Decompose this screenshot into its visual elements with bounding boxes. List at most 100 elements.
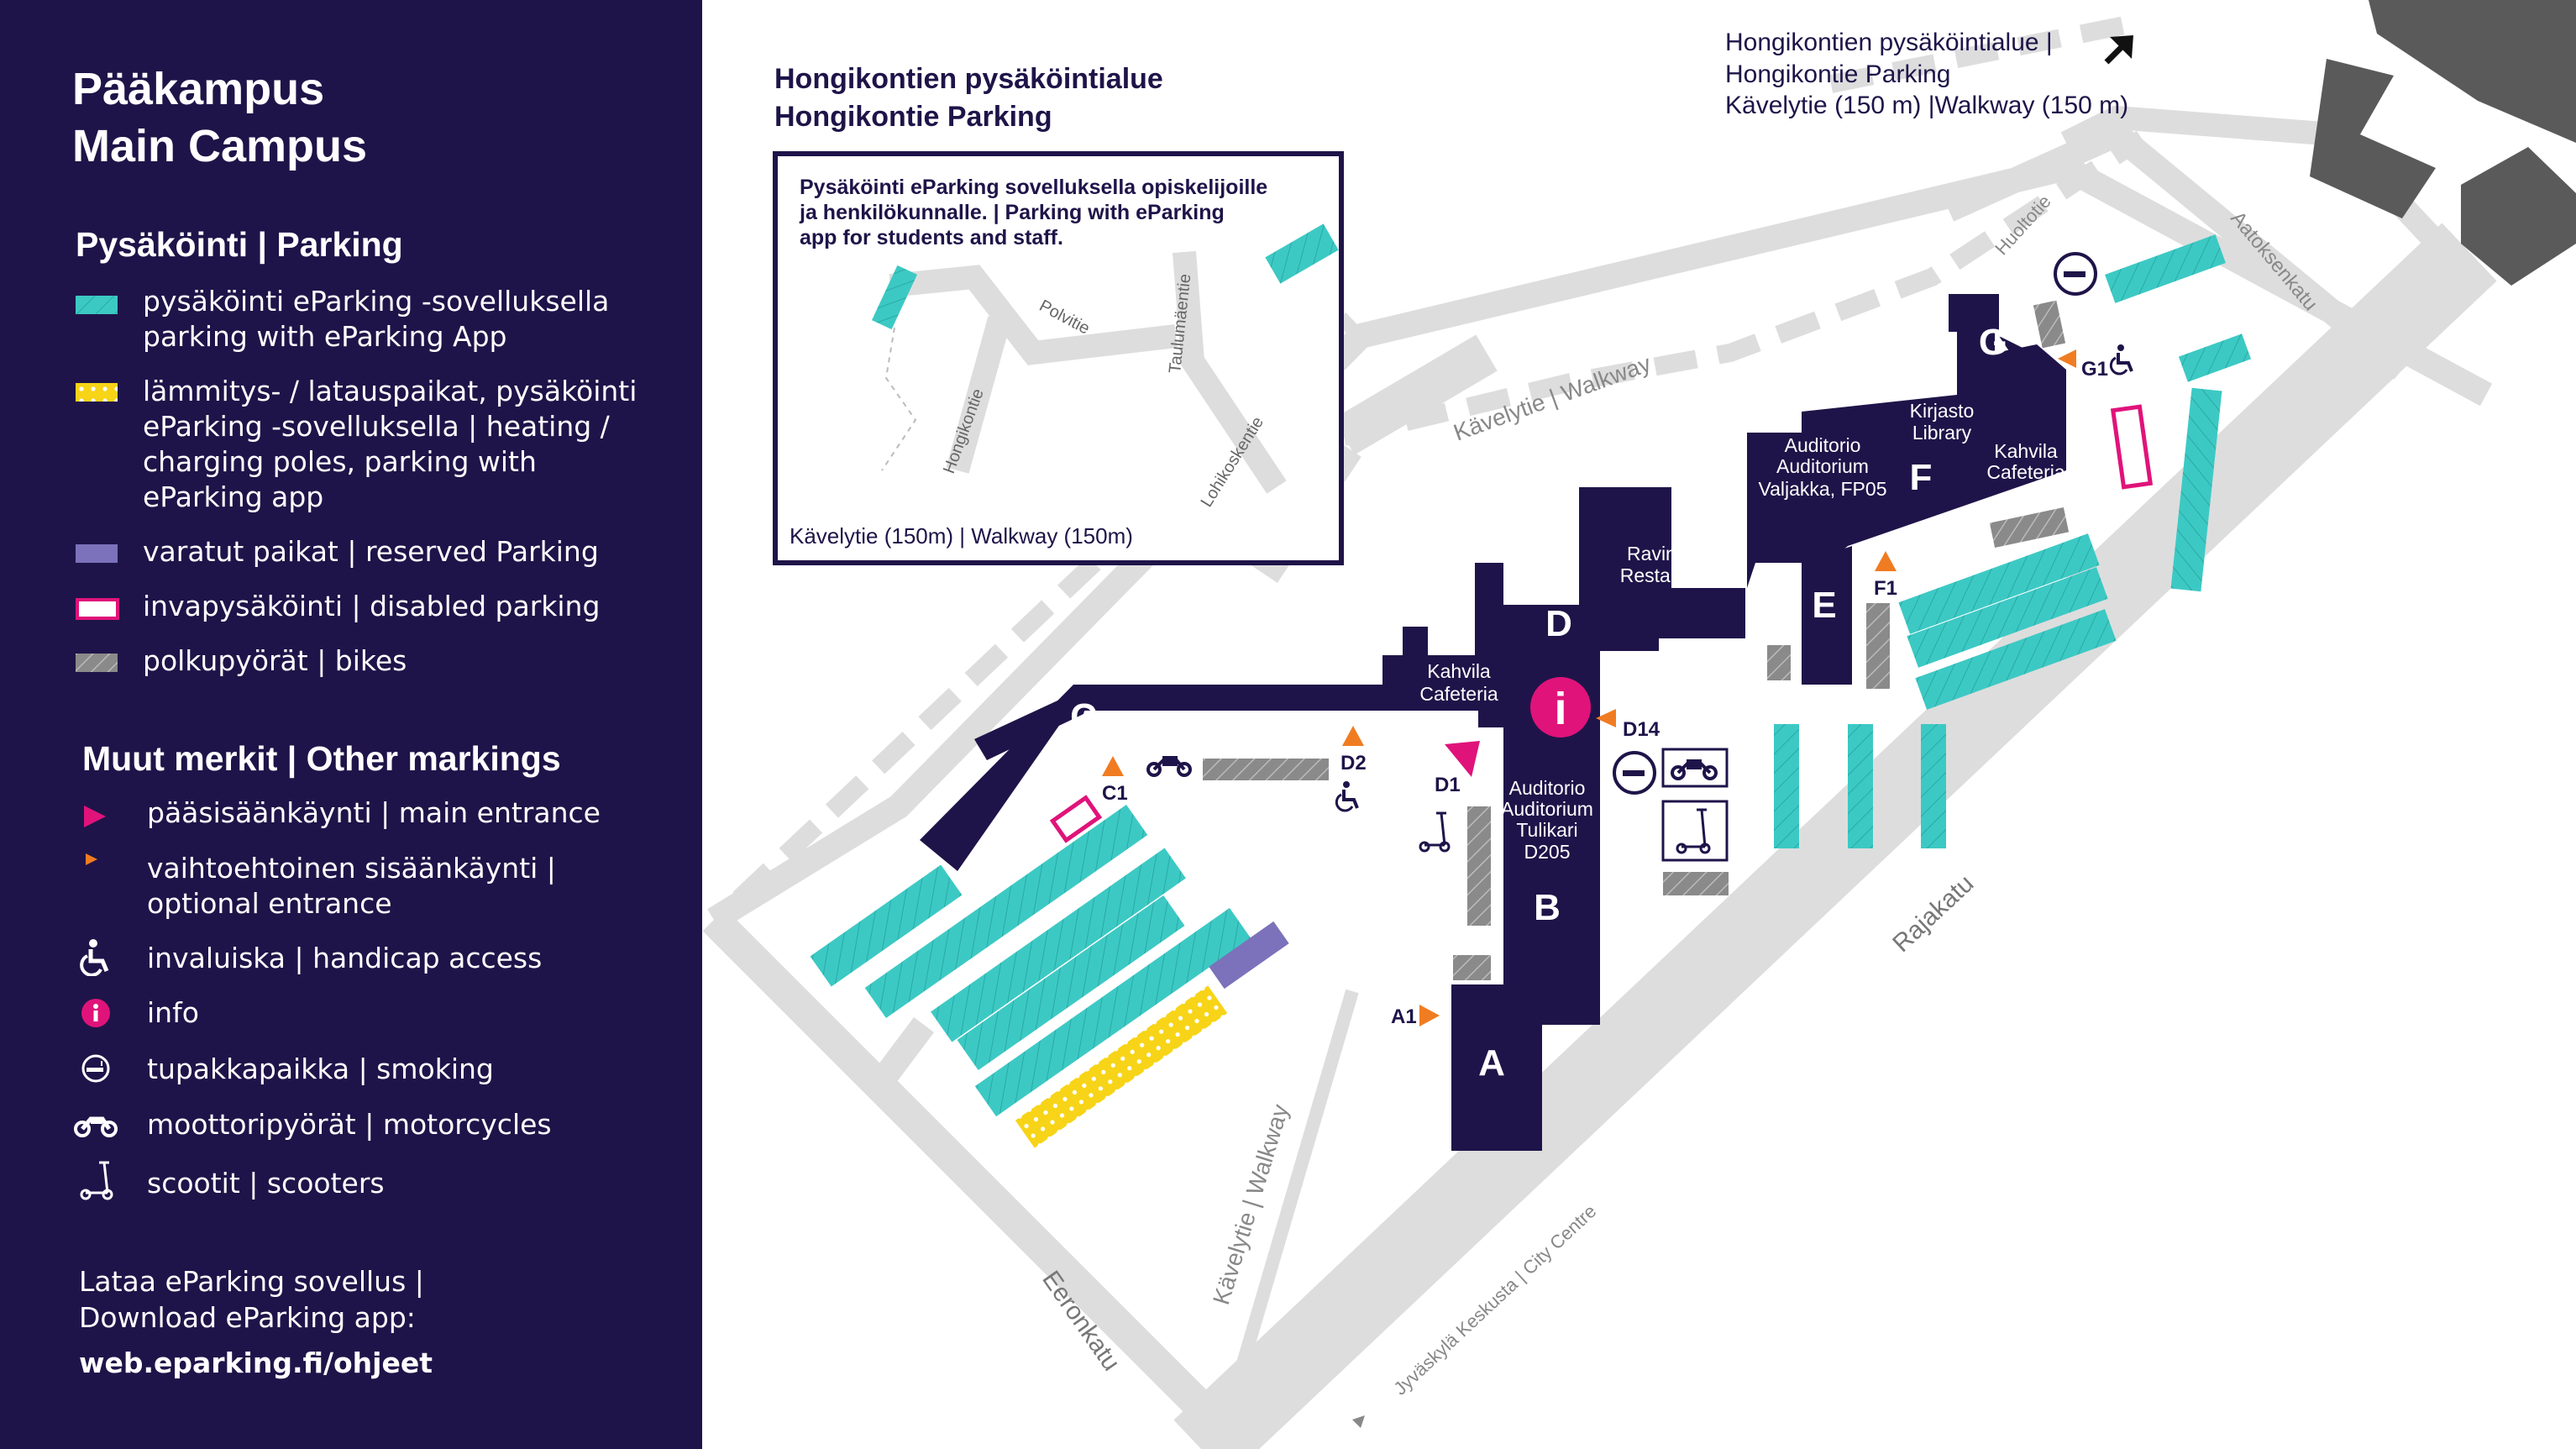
legend-heating-1: lämmitys- / latauspaikat, pysäköinti <box>143 375 637 407</box>
room-cafeteria-2: Cafeteria <box>1986 461 2065 483</box>
legend-disabled: invapysäköinti | disabled parking <box>143 590 601 622</box>
entrance-c1: C1 <box>1102 782 1128 805</box>
optional-entrance-icon <box>84 852 99 870</box>
inset-title-2: Hongikontie Parking <box>774 101 1052 133</box>
legend-heating-4: eParking app <box>143 480 324 513</box>
road-huoltotie <box>1943 119 2411 380</box>
room-library: Library <box>1912 422 1972 444</box>
room-kahvila-2: Kahvila <box>1994 440 2058 462</box>
legend-sidebar: Pääkampus Main Campus Pysäköinti | Parki… <box>0 0 702 1449</box>
parking-disabled-c1 <box>1049 795 1103 843</box>
swatch-bikes <box>76 654 118 672</box>
road-rajakatu <box>1173 223 2497 1449</box>
building-a: A <box>1478 1042 1505 1084</box>
smoking-icon <box>81 1053 111 1087</box>
street-rajakatu: Rajakatu <box>1887 869 1979 958</box>
title-en: Main Campus <box>72 121 368 171</box>
swatch-heating <box>76 383 118 402</box>
legend-heating-3: charging poles, parking with <box>143 445 537 478</box>
entrance-g1: G1 <box>2081 358 2108 381</box>
top-note-2: Hongikontie Parking <box>1725 60 1951 88</box>
legend-bikes: polkupyörät | bikes <box>143 644 407 677</box>
inset-note-3: app for students and staff. <box>800 226 1063 249</box>
inset-note-1: Pysäköinti eParking sovelluksella opiske… <box>800 176 1267 199</box>
optional-entrances <box>1102 349 2076 1026</box>
download-url[interactable]: web.eparking.fi/ohjeet <box>79 1347 433 1379</box>
motorcycle-icon <box>74 1110 118 1141</box>
parking-reserved <box>1209 921 1289 990</box>
room-auditorium-2: Auditorium <box>1776 455 1869 477</box>
top-note-3: Kävelytie (150 m) |Walkway (150 m) <box>1725 92 2128 119</box>
download-line2: Download eParking app: <box>79 1301 416 1334</box>
entrance-d14: D14 <box>1623 718 1660 741</box>
room-cafeteria-1: Cafeteria <box>1419 683 1498 705</box>
parking-eparking <box>810 223 2252 1117</box>
legend-scooters: scootit | scooters <box>147 1167 385 1200</box>
swatch-disabled <box>76 598 119 620</box>
top-note-1: Hongikontien pysäköintialue | <box>1725 29 2053 56</box>
street-kavelytie-bottom: Kävelytie | Walkway <box>1208 1101 1293 1308</box>
room-auditorio-1: Auditorio <box>1509 777 1586 799</box>
info-marker[interactable]: i <box>1530 677 1591 738</box>
room-kirjasto: Kirjasto <box>1910 400 1975 422</box>
legend-handicap: invaluiska | handicap access <box>147 942 543 974</box>
room-kahvila-1: Kahvila <box>1427 660 1491 682</box>
info-icon <box>81 998 111 1032</box>
room-d205: D205 <box>1524 841 1571 863</box>
path-walkway-bottom <box>1211 989 1359 1449</box>
room-valjakka: Valjakka, FP05 <box>1759 478 1887 500</box>
legend-optional-2: optional entrance <box>147 887 392 920</box>
building-c: C <box>1070 696 1097 738</box>
legend-smoking: tupakkapaikka | smoking <box>147 1053 494 1085</box>
entrance-f1: F1 <box>1874 577 1897 600</box>
legend-motorcycles: moottoripyörät | motorcycles <box>147 1108 552 1141</box>
wheelchair-icon <box>1335 344 2133 812</box>
legend-heating-2: eParking -sovelluksella | heating / <box>143 410 610 443</box>
room-tulikari: Tulikari <box>1516 819 1577 841</box>
title-fi: Pääkampus <box>72 64 325 114</box>
road-eeronkatu <box>702 908 1255 1449</box>
neighbour-buildings <box>2310 0 2576 286</box>
legend-main-entrance: pääsisäänkäynti | main entrance <box>147 796 601 829</box>
parking-disabled-g1 <box>2110 404 2154 490</box>
main-entrance-d1-icon <box>1445 741 1480 777</box>
legend-eparking-2: parking with eParking App <box>143 320 507 353</box>
room-restaurant: Restaurant <box>1620 564 1715 586</box>
download-line1: Lataa eParking sovellus | <box>79 1265 424 1298</box>
main-entrance-icon <box>82 804 108 832</box>
inset-hongikontie <box>773 151 1344 565</box>
legend-optional-1: vaihtoehtoinen sisäänkäynti | <box>147 852 556 885</box>
inset-walkway: Kävelytie (150m) | Walkway (150m) <box>790 523 1133 549</box>
building-g: G <box>1979 322 2007 363</box>
building-e: E <box>1812 585 1836 626</box>
entrance-a1: A1 <box>1391 1005 1417 1028</box>
scooter-icon <box>1419 800 1729 862</box>
campus-buildings <box>920 294 2066 1151</box>
parking-heading: Pysäköinti | Parking <box>76 225 403 264</box>
street-huoltotie: Huoltotie <box>1991 191 2055 259</box>
building-b: B <box>1534 887 1561 928</box>
legend-reserved: varatut paikat | reserved Parking <box>143 535 599 568</box>
inset-note-2: ja henkilökunnalle. | Parking with ePark… <box>799 201 1225 224</box>
building-f: F <box>1910 457 1933 498</box>
inset-title-1: Hongikontien pysäköintialue <box>774 63 1163 95</box>
arrow-city-icon <box>1352 1415 1365 1428</box>
room-auditorium-1: Auditorium <box>1501 798 1593 820</box>
room-ravintola: Ravintola <box>1627 543 1708 564</box>
legend-eparking-1: pysäköinti eParking -sovelluksella <box>143 285 610 318</box>
parking-bikes <box>1203 300 2070 980</box>
info-marker-label: i <box>1554 684 1566 734</box>
room-auditorio-2: Auditorio <box>1785 434 1861 456</box>
motorcycle-icon <box>1146 748 1729 788</box>
smoking-icon <box>1613 252 2097 795</box>
parking-heating <box>1015 985 1228 1148</box>
arrow-up-right-icon <box>2104 35 2133 65</box>
swatch-reserved <box>76 544 118 563</box>
entrance-d2: D2 <box>1340 752 1367 774</box>
legend-info: info <box>147 996 199 1029</box>
wheelchair-icon <box>79 939 113 979</box>
other-heading: Muut merkit | Other markings <box>82 739 561 778</box>
entrance-d1: D1 <box>1435 774 1461 796</box>
scooter-icon <box>79 1159 116 1205</box>
campus-map: Hongikontien pysäköintialue Hongikontie … <box>702 0 2576 1449</box>
